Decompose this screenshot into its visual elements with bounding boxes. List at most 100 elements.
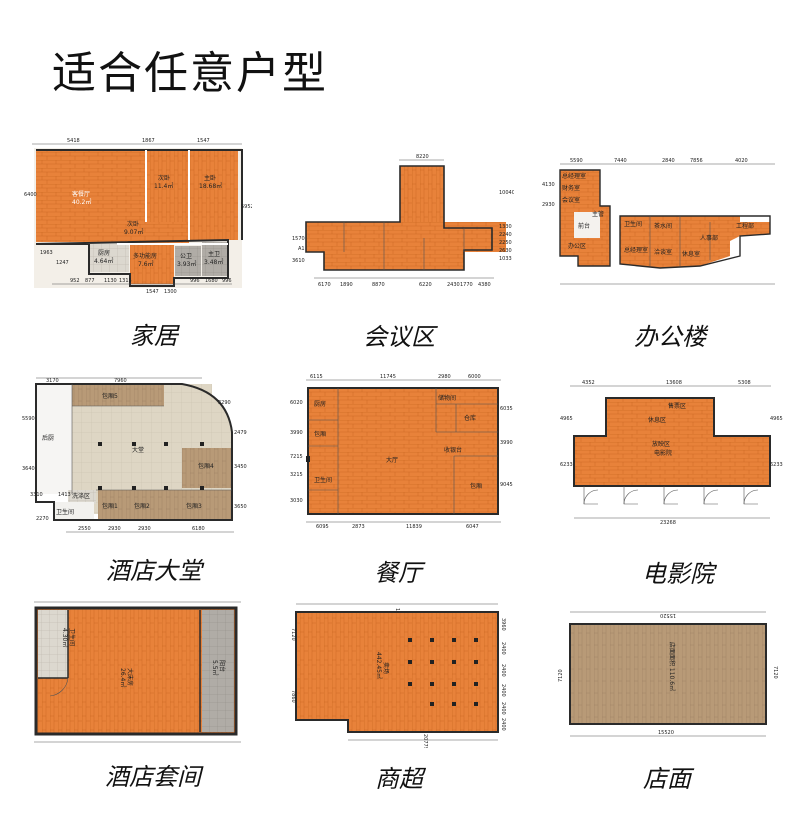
dim-text: 13608: [666, 380, 682, 386]
dim-text: 4352: [582, 380, 595, 386]
dim-text: 7120: [290, 628, 296, 641]
column-markers: [98, 442, 204, 490]
dim-text: 2930: [108, 526, 121, 532]
dim-text: 1570: [292, 236, 305, 242]
dim-text: 2400: [500, 664, 506, 677]
dim-text: 15520: [658, 730, 674, 736]
plan-caption-home: 家居: [130, 322, 178, 350]
room-label: 公卫: [180, 253, 192, 260]
plan-caption-storefront: 店面: [643, 765, 691, 793]
dim-text: 7120: [772, 666, 778, 679]
dim-text: 2430: [447, 282, 460, 288]
dim-text: 11745: [380, 374, 396, 380]
dim-text: 4965: [560, 416, 573, 422]
room-label: 前台: [578, 222, 590, 230]
dim-text: 6020: [290, 400, 303, 406]
room-label: 大床房: [126, 668, 134, 686]
zone-hall: [308, 388, 498, 514]
dim-text: 1867: [142, 138, 155, 144]
dim-text: 3990: [290, 430, 303, 436]
dim-text: 2930: [542, 202, 555, 208]
room-bedroom-2: [147, 150, 189, 222]
dim-text: 15520: [660, 612, 676, 618]
plan-card-hotel-lobby: 3170 7960 包厢5 后厨 大堂 包厢4 洗涤区 包厢1 包厢2 包厢3 …: [22, 372, 252, 592]
dim-text: 6000: [468, 374, 481, 380]
dim-text: 6220: [419, 282, 432, 288]
room-multi: [130, 244, 174, 284]
floor-plan-restaurant: 6115 11745 2980 6000 厨房 包厢 大厅 仓库 储物间 收银台…: [290, 374, 513, 530]
dim-text: 7860: [290, 690, 296, 703]
room-label: 总经理室: [562, 172, 586, 180]
room-master-bedroom: [190, 150, 238, 240]
dim-text: 4020: [735, 158, 748, 164]
dim-text: 1963: [40, 250, 53, 256]
dim-text: 7215: [290, 454, 303, 460]
floor-plan-home: 5418 1867 1547 客餐厅 40.2㎡ 次卧 11.4㎡ 主卧 18.…: [24, 138, 252, 295]
plan-card-restaurant: 6115 11745 2980 6000 厨房 包厢 大厅 仓库 储物间 收银台…: [286, 372, 520, 594]
room-area: 26.4㎡: [119, 668, 127, 687]
dim-text: 11839: [406, 524, 422, 530]
dim-text: 2240: [499, 232, 512, 238]
plan-caption-hotel-suite: 酒店套间: [105, 763, 201, 791]
dim-text: 3960: [500, 618, 506, 631]
plan-card-meeting: 8220 A1 1570 3610 10040 1330 2240 2250 2…: [284, 150, 514, 366]
zone-box-2: [128, 490, 164, 520]
room-area: 18.68㎡: [199, 182, 222, 190]
dim-text: 6400: [24, 192, 37, 198]
room-area: 5.5㎡: [211, 660, 219, 676]
dim-text: 23268: [660, 520, 676, 526]
room-label: 休息室: [682, 250, 700, 258]
room-label: 卫生间: [624, 220, 642, 228]
room-label: 洽谈室: [654, 248, 672, 256]
dim-text: 3215: [290, 472, 303, 478]
dim-text: 2270: [36, 516, 49, 522]
floor-plan-hotel-lobby: 3170 7960 包厢5 后厨 大堂 包厢4 洗涤区 包厢1 包厢2 包厢3 …: [22, 377, 247, 533]
dim-text: 2550: [78, 526, 91, 532]
dim-text: 10040: [499, 190, 514, 196]
dim-text: 3610: [292, 258, 305, 264]
dim-text: 3640: [22, 466, 35, 472]
room-label: 厨房: [98, 249, 110, 257]
plan-caption-meeting: 会议区: [363, 323, 435, 351]
room-master-bath: [202, 242, 228, 276]
room-label: 主卫: [208, 250, 220, 258]
room-label: 包厢5: [102, 392, 118, 400]
dim-text: 996: [190, 278, 200, 284]
zone-theater: [574, 436, 770, 486]
room-label: 包厢4: [198, 462, 214, 470]
dim-text: 5590: [22, 416, 35, 422]
dim-text: 3170: [46, 378, 59, 384]
zone-ticket: [606, 398, 714, 436]
dim-text: 952: [70, 278, 80, 284]
room-label: 休息区: [648, 416, 666, 424]
dim-text: 6095: [316, 524, 329, 530]
room-label: 包厢: [470, 482, 482, 490]
dim-text: 5418: [67, 138, 80, 144]
zone-washroom: [68, 490, 96, 504]
zone-base: [324, 250, 464, 270]
room-label: 包厢2: [134, 502, 150, 510]
zone-toilet: [54, 502, 94, 520]
dim-text: 6115: [310, 374, 323, 380]
dim-text: 1300: [164, 289, 177, 295]
dim-text: 1413: [58, 492, 71, 498]
room-label: 仓库: [464, 414, 476, 422]
room-label: 会议室: [562, 196, 580, 204]
plan-caption-restaurant: 餐厅: [374, 559, 422, 587]
room-label: 放映区: [652, 440, 670, 448]
dim-text: 6170: [318, 282, 331, 288]
dim-text: 7120: [558, 669, 564, 682]
plan-card-hotel-suite: 卫生间 4.30㎡ 大床房 26.4㎡ 阳台 5.5㎡ 酒店套间: [26, 598, 256, 804]
dim-text: 2400: [500, 702, 506, 715]
zone-sales-floor: [296, 612, 498, 732]
dim-text: 1033: [499, 256, 512, 262]
dim-text: 6233: [770, 462, 783, 468]
room-label: 储物间: [438, 394, 456, 402]
floor-plan-meeting: 8220 A1 1570 3610 10040 1330 2240 2250 2…: [292, 154, 514, 288]
room-label: 电影院: [654, 449, 672, 457]
room-label: 次卧: [158, 174, 170, 182]
dim-text: 2840: [662, 158, 675, 164]
room-kitchen: [89, 244, 129, 272]
dim-text: 4130: [542, 182, 555, 188]
dim-text: 7960: [114, 378, 127, 384]
